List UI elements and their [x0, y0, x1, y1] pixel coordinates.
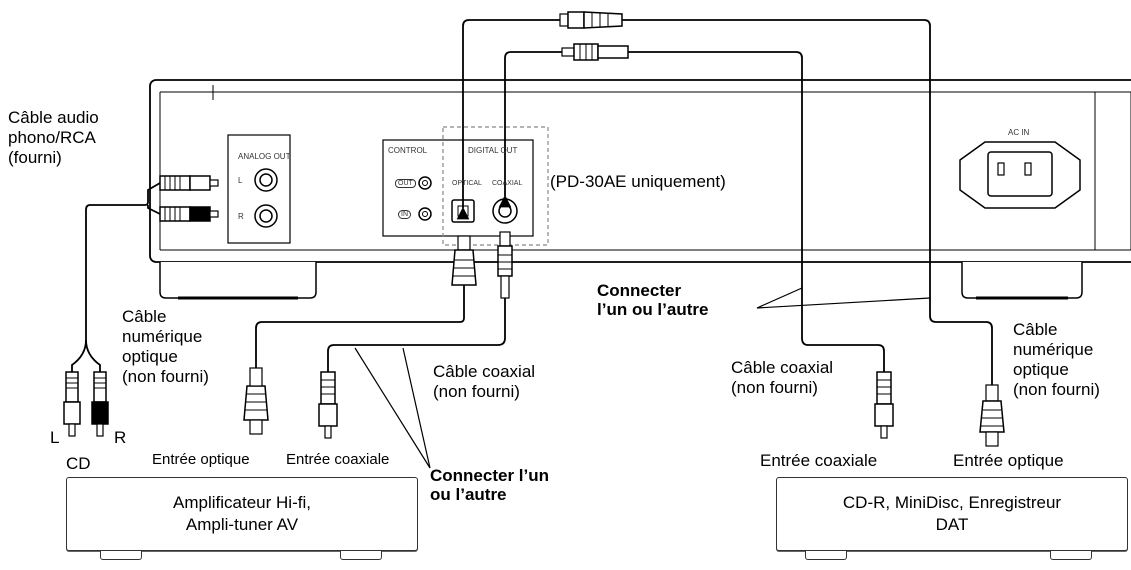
- coaxial-label: COAXIAL: [492, 180, 523, 187]
- digital-out-panel: [382, 126, 549, 246]
- recorder-foot-right: [1050, 551, 1092, 560]
- recorder-device-label: CD-R, MiniDisc, Enregistreur DAT: [842, 493, 1062, 534]
- optical-input-left-label: Entrée optique: [152, 451, 250, 468]
- analog-rca-cable: [71, 175, 219, 372]
- amplifier-device-label: Amplificateur Hi-fi, Ampli-tuner AV: [173, 493, 311, 534]
- cd-label: CD: [66, 454, 91, 473]
- analog-out-panel: [227, 134, 291, 244]
- amplifier-foot-left: [100, 551, 142, 560]
- connect-either-bottom-label: Connecter l’un ou l’autre: [430, 466, 550, 504]
- recorder-device-box: CD-R, MiniDisc, Enregistreur DAT: [776, 477, 1128, 551]
- plug-r-label: R: [114, 428, 127, 447]
- optical-cable-left-label: Câble numérique optique (non fourni): [122, 307, 209, 386]
- control-in-label: IN: [398, 210, 411, 219]
- analog-l-label: L: [238, 176, 243, 185]
- optical-label: OPTICAL: [452, 180, 482, 187]
- connect-leader-lines: [354, 287, 931, 469]
- analog-out-label: ANALOG OUT: [238, 152, 291, 161]
- player-feet: [159, 262, 1083, 300]
- digital-out-label: DIGITAL OUT: [468, 146, 518, 155]
- control-label: CONTROL: [388, 146, 428, 155]
- optical-cable-to-recorder: [456, 11, 1005, 447]
- model-note-label: (PD-30AE uniquement): [550, 172, 726, 191]
- audio-cable-label: Câble audio phono/RCA (fourni): [8, 108, 99, 167]
- connect-either-right-label: Connecter l’un ou l’autre: [597, 281, 709, 319]
- coaxial-cable-left-label: Câble coaxial (non fourni): [433, 362, 536, 401]
- optical-input-right-label: Entrée optique: [953, 451, 1064, 470]
- optical-cable-right-label: Câble numérique optique (non fourni): [1013, 320, 1100, 399]
- control-out-label: OUT: [395, 179, 416, 188]
- plug-l-label: L: [50, 428, 60, 447]
- ac-in-label: AC IN: [1008, 128, 1030, 137]
- ac-inlet: [959, 141, 1081, 209]
- cd-plug-l: [63, 371, 81, 437]
- coaxial-cable-to-recorder: [498, 43, 894, 439]
- recorder-foot-left: [805, 551, 847, 560]
- amplifier-foot-right: [340, 551, 382, 560]
- coaxial-cable-to-amplifier: [318, 231, 513, 439]
- analog-r-label: R: [238, 212, 244, 221]
- cd-plug-r: [91, 371, 109, 437]
- coaxial-input-left-label: Entrée coaxiale: [286, 451, 390, 468]
- coaxial-cable-right-label: Câble coaxial (non fourni): [731, 358, 834, 397]
- coaxial-input-right-label: Entrée coaxiale: [760, 451, 878, 470]
- optical-cable-to-amplifier: [243, 235, 477, 435]
- amplifier-device-box: Amplificateur Hi-fi, Ampli-tuner AV: [66, 477, 418, 551]
